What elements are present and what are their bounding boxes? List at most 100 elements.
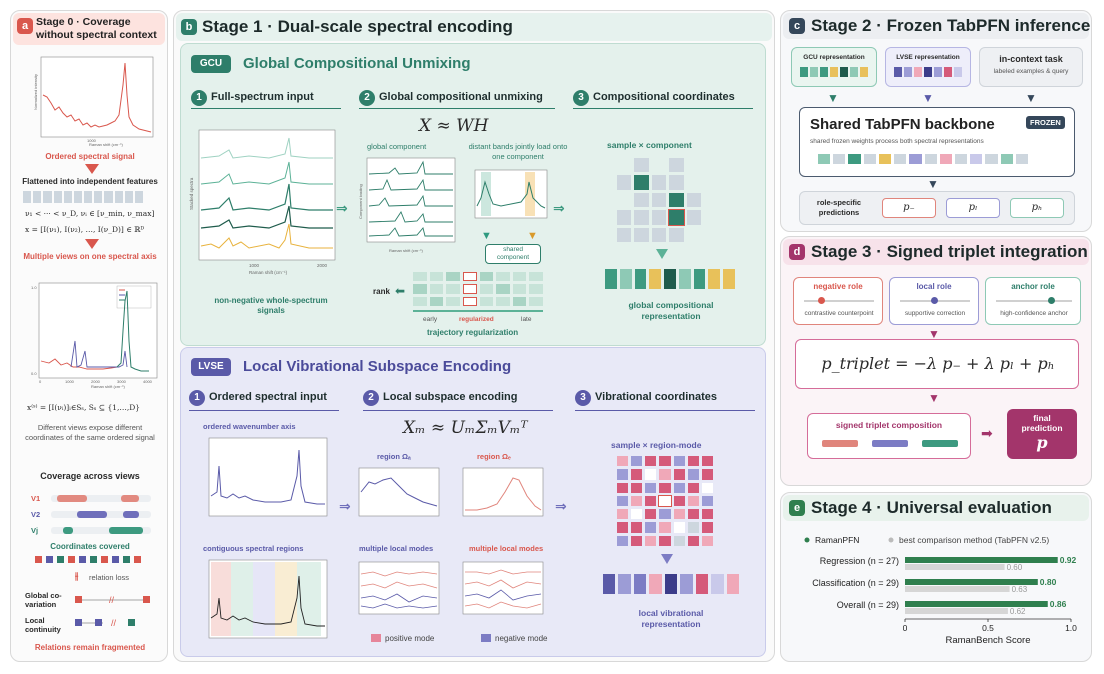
component-matrix — [617, 158, 701, 242]
value-label-baseline: 0.62 — [1010, 607, 1026, 616]
trajectory-arrow — [413, 310, 543, 312]
lvse-step1-num: 1 — [189, 390, 205, 406]
lvse-step2-underline — [363, 410, 553, 411]
matrix-cell — [673, 469, 685, 480]
anchor-role-label: anchor role — [1011, 282, 1055, 291]
matrix-cell — [673, 456, 685, 467]
x-tick-label: 0.5 — [982, 623, 994, 633]
gcu-rep-label: GCU representation — [803, 54, 865, 61]
view-label-v2: V2 — [31, 510, 41, 519]
region-mode-matrix — [617, 456, 713, 546]
svg-text://: // — [111, 618, 117, 628]
arrow-down-icon — [85, 239, 99, 249]
value-label-baseline: 0.60 — [1007, 563, 1023, 572]
region-b-label: region Ωₑ — [477, 452, 511, 461]
gcu-subpanel: GCU Global Compositional Unmixing 1 Full… — [180, 43, 766, 346]
svg-text:1.0: 1.0 — [31, 285, 37, 290]
lvse-step2-label: Local subspace encoding — [383, 391, 518, 403]
category-label: Overall (n = 29) — [837, 600, 899, 610]
arrow-down-icon: ▼ — [827, 91, 839, 105]
matrix-cell — [631, 509, 643, 520]
lvse-rep-box: LVSE representation — [885, 47, 971, 87]
svg-text:4000: 4000 — [143, 379, 153, 384]
bar-ramanpfn — [905, 557, 1058, 563]
gcu-step1-label: Full-spectrum input — [211, 91, 314, 103]
matrix-cell — [687, 509, 699, 520]
ordered-axis-label: ordered wavenumber axis — [203, 422, 296, 431]
panel-b: b Stage 1 · Dual-scale spectral encoding… — [173, 10, 775, 662]
value-label-ramanpfn: 0.92 — [1060, 555, 1077, 565]
gcu-step1-num: 1 — [191, 90, 207, 106]
global-covar-label: Global co-variation — [25, 591, 62, 609]
view-track-vj — [51, 527, 151, 534]
multiple-local-a: multiple local modes — [359, 544, 434, 553]
frozen-badge: FROZEN — [1026, 116, 1065, 129]
panel-c-title: Stage 2 · Frozen TabPFN inference — [811, 16, 1091, 35]
panel-a-title: Stage 0 · Coverage without spectral cont… — [36, 16, 157, 41]
local-modes-a-plot — [358, 561, 440, 615]
neg-role-label: negative role — [813, 282, 863, 291]
svg-text:1000: 1000 — [249, 263, 260, 268]
gcu-step2-num: 2 — [359, 90, 375, 106]
gcu-rep-box: GCU representation — [791, 47, 877, 87]
value-label-ramanpfn: 0.86 — [1050, 599, 1067, 609]
panel-c: c Stage 2 · Frozen TabPFN inference GCU … — [780, 10, 1092, 232]
arrow-down-icon: ▼ — [927, 177, 939, 191]
plot1-xlabel: Raman shift (cm⁻¹) — [89, 142, 124, 147]
value-label-baseline: 0.63 — [1012, 585, 1028, 594]
global-component-label: global component — [367, 142, 427, 151]
eq-view-subset: x⁽ˢ⁾ = [I(νᵢ)]ᵢ∈Sₛ, Sₛ ⊆ {1,…,D} — [27, 403, 141, 412]
shared-arrow-left: ▼ — [481, 230, 492, 242]
svg-text:2000: 2000 — [317, 263, 328, 268]
shared-component-plot — [474, 169, 548, 219]
comp-ylabel: Component loading — [358, 184, 363, 219]
different-views-text: Different views expose different coordin… — [25, 423, 155, 442]
shared-component-box: shared component — [485, 244, 541, 264]
panel-b-badge: b — [181, 19, 197, 35]
lvse-tag: LVSE — [191, 358, 231, 376]
value-label-ramanpfn: 0.80 — [1040, 577, 1057, 587]
global-covar-diagram: // — [75, 595, 150, 605]
panel-e: e Stage 4 · Universal evaluation RamanPF… — [780, 492, 1092, 662]
matrix-cell — [645, 522, 657, 533]
lvse-title: Local Vibrational Subspace Encoding — [243, 358, 512, 375]
signed-comp-label: signed triplet composition — [835, 420, 943, 430]
gcu-tag: GCU — [191, 55, 231, 73]
matrix-cell — [659, 535, 671, 546]
plot2-xlabel: Raman shift (cm⁻¹) — [91, 384, 126, 389]
p-l-box: pₗ — [946, 198, 1000, 218]
lvse-subpanel: LVSE Local Vibrational Subspace Encoding… — [180, 347, 766, 657]
lvse-step3-underline — [575, 410, 755, 411]
multiple-local-b: multiple local modes — [469, 544, 544, 553]
matrix-cell — [673, 522, 685, 533]
contiguous-label: contiguous spectral regions — [203, 544, 304, 553]
arrow-down-icon: ▼ — [922, 91, 934, 105]
local-modes-b-plot — [462, 561, 544, 615]
panel-e-header — [783, 495, 1089, 521]
matrix-cell — [645, 469, 657, 480]
backbone-box: Shared TabPFN backbone FROZEN shared fro… — [799, 107, 1075, 177]
legend-marker-baseline — [888, 537, 894, 543]
matrix-cell — [631, 495, 643, 507]
arrow-down-icon: ▼ — [1025, 91, 1037, 105]
fragmented-label: Relations remain fragmented — [34, 643, 146, 652]
panel-b-title: Stage 1 · Dual-scale spectral encoding — [202, 17, 513, 36]
ordered-input-plot — [208, 437, 328, 517]
local-role-box: local role supportive correction — [889, 277, 979, 325]
matrix-cell — [631, 535, 643, 546]
sample-component-label: sample × component — [607, 140, 692, 150]
triplet-equation-box: p_triplet = −λ p₋ + λ pₗ + pₕ — [795, 339, 1079, 389]
panel-e-title: Stage 4 · Universal evaluation — [811, 498, 1052, 517]
arrow-down-icon: ▼ — [928, 391, 940, 405]
matrix-cell — [617, 456, 629, 467]
matrix-cell — [631, 469, 643, 480]
matrix-cell — [631, 482, 643, 493]
lvse-rep-label: LVSE representation — [896, 54, 960, 61]
local-role-sub: supportive correction — [904, 310, 966, 317]
matrix-cell — [687, 522, 699, 533]
matrix-cell — [659, 509, 671, 520]
svg-text:0: 0 — [39, 379, 42, 384]
local-cont-label: Local continuity — [25, 616, 61, 634]
matrix-cell — [701, 535, 713, 546]
matrix-cell — [659, 522, 671, 533]
